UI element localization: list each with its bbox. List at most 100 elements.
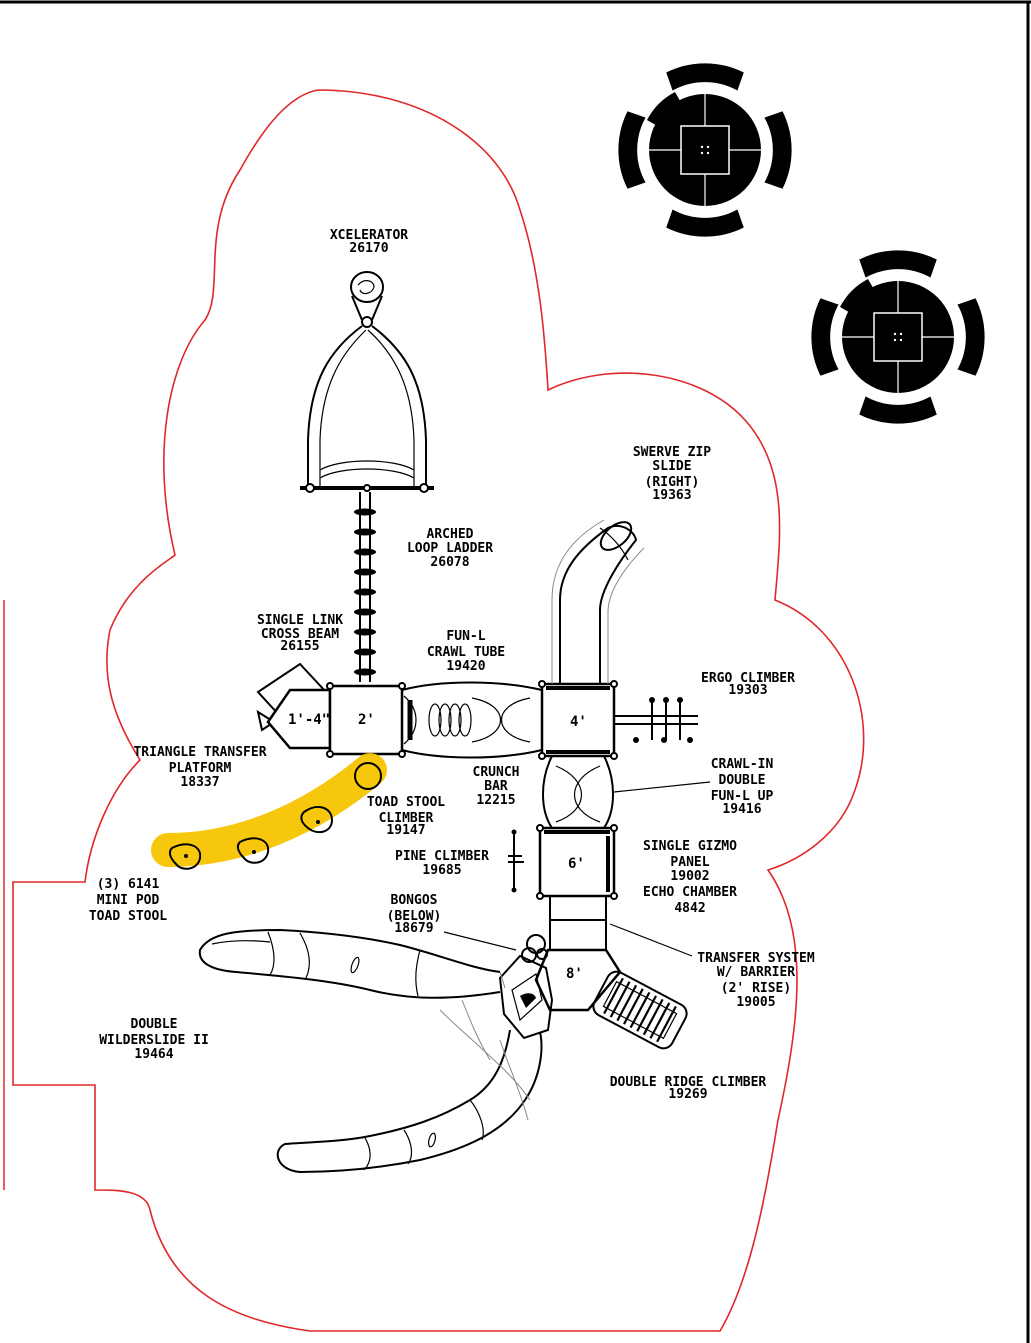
crawl-in-label: FUN-L UP	[711, 789, 774, 804]
climber-ridge	[609, 981, 631, 1018]
deck-label-8ft: 8'	[566, 966, 583, 982]
deck-label-6ft: 6'	[568, 856, 585, 872]
swerve-slide-label: (RIGHT)	[645, 475, 700, 490]
ladder-rung	[354, 548, 376, 556]
xcelerator-equipment	[300, 271, 434, 493]
xcelerator-part: 26170	[349, 241, 388, 256]
deck-label-4ft: 4'	[570, 714, 587, 730]
deck-2ft	[328, 684, 404, 756]
ladder-rung	[354, 628, 376, 636]
crunch-bar-part: 12215	[476, 793, 515, 808]
ladder-rung	[354, 528, 376, 536]
toad-stool-climber-label: TOAD STOOL	[367, 795, 445, 810]
play-area-boundary	[12, 89, 865, 1332]
ergo-climber-label: ERGO CLIMBER	[701, 671, 795, 686]
arched-loop-ladder	[354, 492, 376, 682]
ladder-rung	[354, 508, 376, 516]
ladder-rung	[354, 588, 376, 596]
arched-loop-ladder-part: 26078	[430, 555, 469, 570]
swerve-slide-part: 19363	[652, 488, 691, 503]
mini-pod-toad-stool	[168, 843, 202, 870]
transfer-system-part: 19005	[736, 995, 775, 1010]
wilderslide-label: DOUBLE	[131, 1017, 178, 1032]
triangle-transfer-part: 18337	[180, 775, 219, 790]
climber-ridge	[636, 995, 657, 1032]
climber-ridge	[616, 984, 638, 1022]
leader-line	[443, 931, 517, 951]
transfer-system-label: (2' RISE)	[721, 981, 791, 996]
crawl-tube-label: FUN-L	[446, 629, 485, 644]
toad-stool-climber-label: CLIMBER	[379, 811, 434, 826]
picnic-table-icon	[809, 248, 987, 426]
gizmo-panel-label: PANEL	[670, 855, 709, 870]
climber-ridge	[642, 998, 664, 1036]
ridge-climber-label: DOUBLE RIDGE CLIMBER	[610, 1075, 767, 1090]
gizmo-panel-label: SINGLE GIZMO	[643, 839, 737, 854]
cross-beam-label: CROSS BEAM	[261, 627, 339, 642]
crawl-in-label: DOUBLE	[719, 773, 766, 788]
mini-pod-label: (3) 6141	[97, 877, 160, 892]
climber-ridge	[623, 988, 644, 1025]
toad-stool-climber-post	[354, 762, 382, 790]
gizmo-panel-part: 19002	[670, 869, 709, 884]
wilderslide-upper	[198, 928, 506, 999]
transfer-system	[549, 895, 607, 951]
ladder-rung	[354, 608, 376, 616]
leader-line	[609, 923, 693, 957]
cross-beam-part: 26155	[280, 639, 319, 654]
crawl-tube-part: 19420	[446, 659, 485, 674]
slide-entry-hood	[498, 954, 554, 1040]
mini-pod-toad-stool	[236, 837, 270, 864]
swerve-slide-label: SLIDE	[652, 459, 691, 474]
bongos	[521, 934, 548, 963]
echo-chamber-part: 4842	[674, 901, 705, 916]
echo-chamber-label: ECHO CHAMBER	[643, 885, 737, 900]
bongos-label: BONGOS	[391, 893, 438, 908]
crunch-bar-label: BAR	[484, 779, 508, 794]
crawl-tube-label: CRAWL TUBE	[427, 645, 505, 660]
mini-pod-label: TOAD STOOL	[89, 909, 167, 924]
crawl-in-part: 19416	[722, 802, 761, 817]
deck-label-1ft-4in: 1'-4"	[288, 712, 330, 728]
mini-pod-label: MINI POD	[97, 893, 160, 908]
wilderslide-label: WILDERSLIDE II	[99, 1033, 209, 1048]
swerve-zip-slide	[551, 519, 645, 684]
deck-4ft	[540, 682, 616, 758]
xcelerator-label: XCELERATOR	[330, 228, 408, 243]
ergo-climber	[614, 697, 698, 743]
pine-climber-label: PINE CLIMBER	[395, 849, 489, 864]
wilderslide-lower	[276, 999, 543, 1174]
cross-beam-label: SINGLE LINK	[257, 613, 343, 628]
transfer-system-label: TRANSFER SYSTEM	[697, 951, 815, 966]
crawl-in-label: CRAWL-IN	[711, 757, 774, 772]
climber-ridge	[656, 1005, 677, 1043]
crunch-bar-label: CRUNCH	[473, 765, 520, 780]
mini-pod-toad-stool	[300, 805, 334, 834]
double-ridge-climber	[592, 970, 688, 1050]
transfer-system-label: W/ BARRIER	[717, 965, 795, 980]
climber-ridge	[629, 991, 651, 1029]
pine-climber	[508, 829, 524, 893]
bongos-part: 18679	[394, 921, 433, 936]
arched-loop-ladder-label: LOOP LADDER	[407, 541, 493, 556]
toad-stool-climber-part: 19147	[386, 823, 425, 838]
swerve-slide-label: SWERVE ZIP	[633, 445, 711, 460]
pine-climber-part: 19685	[422, 863, 461, 878]
ridge-climber-part: 19269	[668, 1087, 707, 1102]
climber-ridge	[603, 977, 624, 1015]
leader-line	[613, 781, 711, 793]
picnic-table-icon	[616, 61, 794, 239]
climber-ridge	[649, 1002, 671, 1039]
crawl-in-double-fun-l-up	[542, 755, 614, 829]
wilderslide-part: 19464	[134, 1047, 173, 1062]
triangle-transfer-label: TRIANGLE TRANSFER	[133, 745, 266, 760]
bongos-label: (BELOW)	[387, 909, 442, 924]
triangle-transfer-label: PLATFORM	[169, 761, 232, 776]
arched-loop-ladder-label: ARCHED	[427, 527, 474, 542]
highlighted-toad-stool-path	[151, 753, 387, 870]
ladder-rung	[354, 668, 376, 676]
fun-l-crawl-tube	[401, 681, 543, 759]
ergo-climber-part: 19303	[728, 683, 767, 698]
ladder-rung	[354, 568, 376, 576]
